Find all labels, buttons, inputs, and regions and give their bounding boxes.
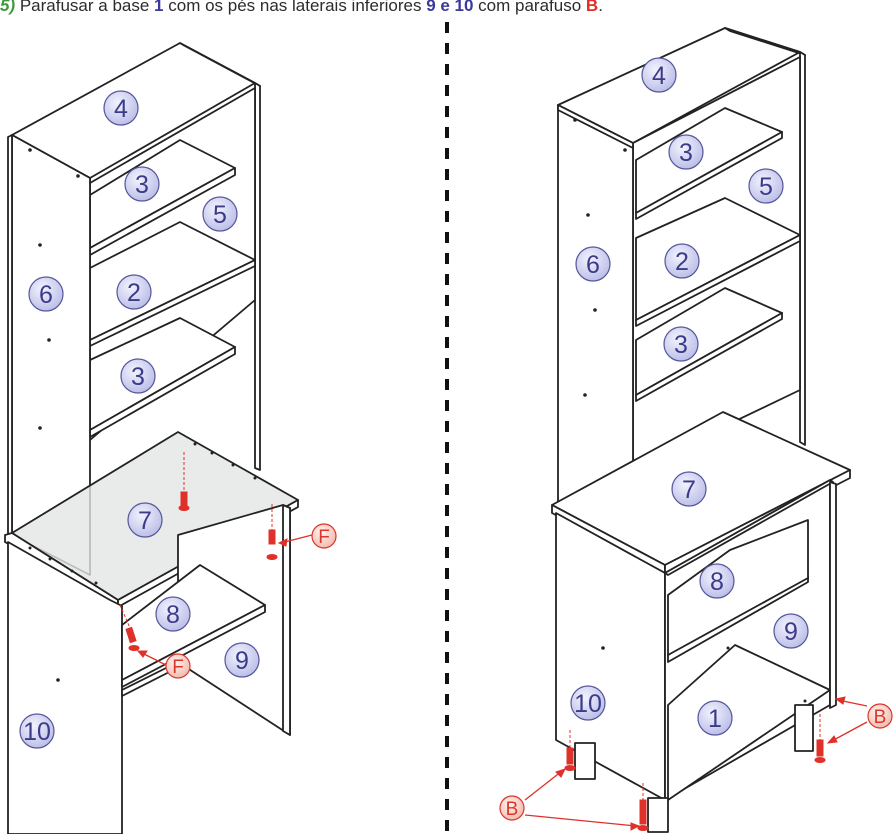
- instruction-part-4: .: [598, 0, 603, 15]
- left-part-badge-9: 9: [224, 642, 260, 678]
- right-part-badge-2: 2: [664, 243, 700, 279]
- left-part-badge-3-label: 3: [135, 171, 149, 199]
- right-part-badge-9: 9: [773, 613, 809, 649]
- instruction-part-2: com os pés nas laterais inferiores: [163, 0, 427, 15]
- right-screw-badge-b-2: B: [499, 795, 525, 821]
- right-part-badge-3: 3: [668, 134, 704, 170]
- right-screw-badge-b-1: B: [867, 703, 893, 729]
- left-part-badge-6: 6: [28, 276, 64, 312]
- instruction-text: 5) Parafusar a base 1 com os pés nas lat…: [0, 0, 894, 18]
- right-part-badge-10-label: 10: [574, 690, 602, 718]
- sides-part-ref: 9 e 10: [426, 0, 474, 15]
- left-screw-badge-f-1-label: F: [318, 527, 330, 548]
- right-cabinet-holes: [573, 118, 807, 703]
- right-part-badge-6-label: 6: [586, 251, 600, 279]
- left-cabinet-holes: [28, 148, 257, 682]
- left-part-badge-9-label: 9: [235, 647, 249, 675]
- screw-ref: B: [585, 0, 599, 15]
- right-part-badge-5: 5: [748, 168, 784, 204]
- left-cabinet-drawing: [4, 42, 299, 834]
- instruction-part-1: Parafusar a base: [15, 0, 155, 15]
- left-part-badge-3: 3: [120, 358, 156, 394]
- right-part-badge-8: 8: [699, 563, 735, 599]
- right-part-badge-2-label: 2: [675, 248, 689, 276]
- left-part-badge-10-label: 10: [23, 718, 51, 746]
- right-part-badge-6: 6: [575, 246, 611, 282]
- right-part-badge-5-label: 5: [759, 173, 773, 201]
- step-number: 5): [0, 0, 16, 15]
- right-part-badge-1-label: 1: [708, 705, 722, 733]
- left-part-badge-7: 7: [127, 502, 163, 538]
- left-part-badge-4-label: 4: [114, 95, 128, 123]
- left-part-badge-5-label: 5: [213, 201, 227, 229]
- left-part-badge-3-label: 3: [131, 363, 145, 391]
- right-part-badge-3-label: 3: [679, 139, 693, 167]
- left-part-badge-3: 3: [124, 166, 160, 202]
- right-part-badge-7-label: 7: [682, 476, 696, 504]
- right-part-badge-9-label: 9: [784, 618, 798, 646]
- left-part-badge-4: 4: [103, 90, 139, 126]
- left-screw-badge-f-1: F: [311, 523, 337, 549]
- right-part-badge-7: 7: [671, 471, 707, 507]
- right-screw-badge-b-2-label: B: [506, 799, 519, 820]
- left-part-badge-8-label: 8: [166, 601, 180, 629]
- right-part-badge-3-label: 3: [674, 331, 688, 359]
- left-part-badge-2-label: 2: [127, 279, 141, 307]
- left-part-badge-6-label: 6: [39, 281, 53, 309]
- right-screw-badge-b-1-label: B: [874, 707, 887, 728]
- left-screws-f: [119, 452, 313, 669]
- right-part-badge-10: 10: [570, 685, 606, 721]
- right-foot-back-right: [794, 704, 814, 752]
- right-cabinet-drawing: [551, 27, 851, 833]
- instruction-part-3: com parafuso: [473, 0, 586, 15]
- right-part-badge-4-label: 4: [652, 62, 666, 90]
- right-foot-front-right: [647, 797, 669, 833]
- left-part-badge-8: 8: [155, 596, 191, 632]
- left-part-badge-2: 2: [116, 274, 152, 310]
- right-part-badge-1: 1: [697, 700, 733, 736]
- base-part-ref: 1: [154, 0, 164, 15]
- left-part-badge-10: 10: [19, 713, 55, 749]
- left-screw-badge-f-2: F: [165, 653, 191, 679]
- right-foot-front-left: [574, 742, 596, 780]
- left-screw-badge-f-2-label: F: [172, 657, 184, 678]
- left-part-badge-7-label: 7: [138, 507, 152, 535]
- right-screws-b: [524, 696, 868, 831]
- right-part-badge-4: 4: [641, 57, 677, 93]
- right-part-badge-3: 3: [663, 326, 699, 362]
- left-side-panel-10: [7, 541, 123, 834]
- right-part-badge-8-label: 8: [710, 568, 724, 596]
- left-part-badge-5: 5: [202, 196, 238, 232]
